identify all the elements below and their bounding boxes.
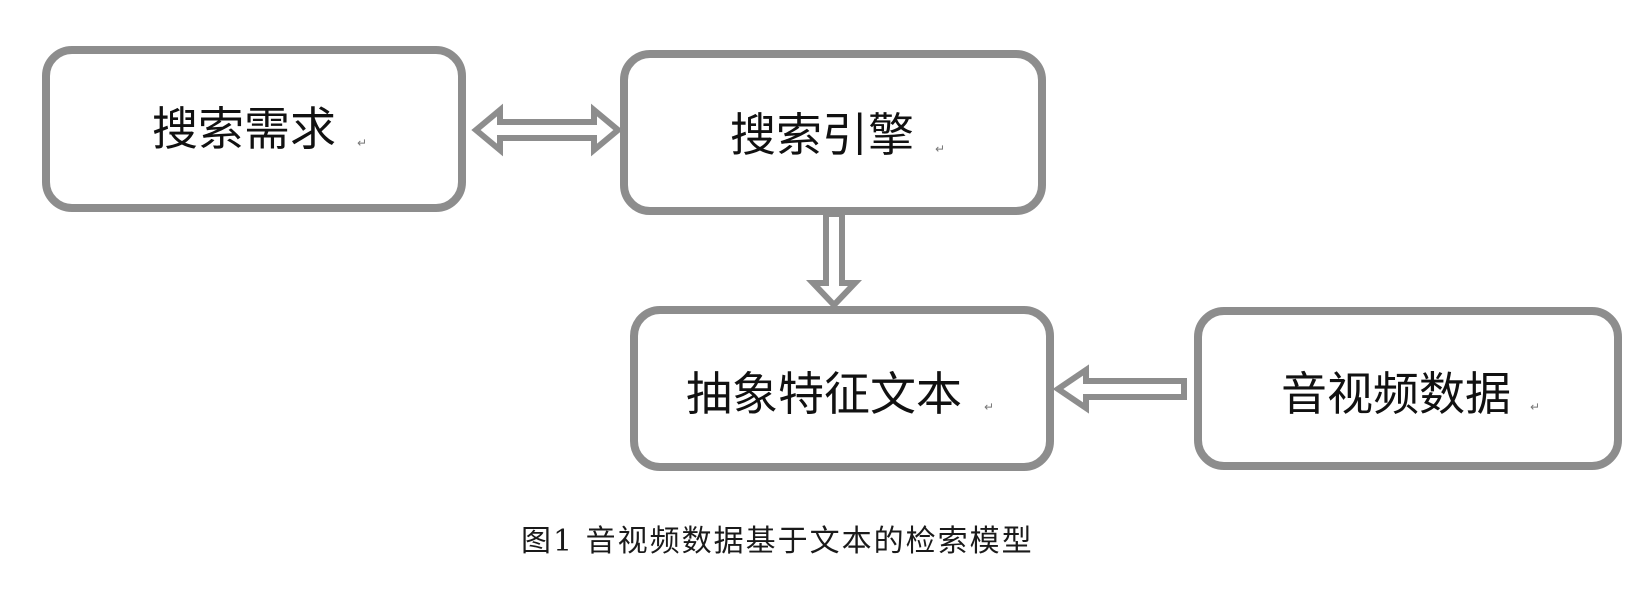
node-search-demand-label: 搜索需求	[152, 102, 336, 156]
node-av-data: 音视频数据 ↵	[1194, 307, 1622, 470]
down-arrow	[805, 211, 863, 310]
node-abstract-feature-text: 抽象特征文本 ↵	[630, 306, 1054, 471]
node-search-demand-box	[42, 46, 466, 212]
node-av-data-box	[1194, 307, 1622, 470]
left-arrow	[1052, 364, 1187, 414]
node-abstract-feature-text-label: 抽象特征文本	[686, 367, 962, 421]
node-search-engine-label: 搜索引擎	[730, 108, 914, 162]
node-search-engine: 搜索引擎 ↵	[620, 50, 1046, 215]
node-av-data-label: 音视频数据	[1281, 367, 1511, 421]
bidirectional-arrow	[471, 103, 623, 157]
paragraph-mark: ↵	[357, 136, 367, 150]
node-abstract-feature-text-box	[630, 306, 1054, 471]
paragraph-mark: ↵	[935, 142, 945, 156]
paragraph-mark: ↵	[1530, 400, 1540, 414]
node-search-demand: 搜索需求 ↵	[42, 46, 466, 212]
figure-caption: 图1 音视频数据基于文本的检索模型	[521, 524, 1034, 559]
paragraph-mark: ↵	[984, 400, 994, 414]
